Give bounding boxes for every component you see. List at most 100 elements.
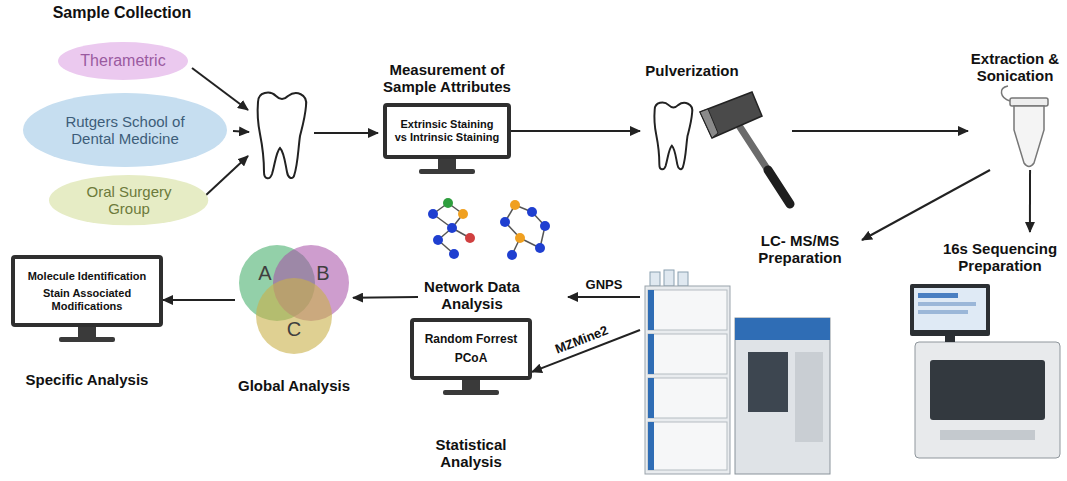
tube-body [1014, 106, 1044, 167]
solvent-bottle [664, 270, 674, 286]
section-heading: Sample Collection [53, 4, 192, 22]
process-step: Network Data Analysis [418, 196, 568, 314]
monitor-screen: Molecule IdentificationStain Associated … [11, 255, 163, 327]
module-strip [648, 334, 654, 374]
ellipse-fill [58, 42, 188, 80]
network-dot [510, 200, 520, 210]
monitor-base [443, 390, 499, 395]
heading-holder: Network Data Analysis [410, 278, 534, 313]
heading-holder: Pulverization [622, 62, 762, 79]
process-step: 16s Sequencing Preparation [900, 232, 1062, 464]
step-heading: Extraction & Sonication [968, 50, 1062, 85]
hammer-head [700, 92, 762, 138]
network-dot [540, 221, 550, 231]
step-heading: Statistical Analysis [411, 436, 531, 471]
arrow-line [192, 68, 248, 110]
heading-holder: Global Analysis [232, 377, 356, 394]
venn-letter: B [316, 262, 329, 285]
network-dot [507, 250, 517, 260]
lc-stack [645, 286, 730, 474]
monitor-screen: Random ForrestPCoAStatistical Analysis [410, 318, 532, 380]
sequencer-front [930, 360, 1045, 420]
sequencer-monitor [910, 284, 990, 336]
network-dot [500, 217, 510, 227]
step-heading: Network Data Analysis [410, 278, 534, 313]
source-name: Rutgers School of Dental Medicine [60, 113, 190, 148]
screen-area: Extrinsic Staining vs Intrinsic Staining [387, 107, 507, 155]
venn-letter: A [258, 262, 271, 285]
module-strip [648, 422, 654, 470]
screen-bar [918, 302, 976, 306]
screen-text: PCoA [455, 352, 488, 366]
screen-area: Random ForrestPCoA [414, 322, 528, 376]
ms-body [735, 318, 830, 474]
heading-holder: Extraction & Sonication [968, 50, 1062, 85]
module-strip [648, 378, 654, 418]
tooth-icon [654, 102, 692, 169]
hammer-grip [768, 170, 790, 204]
ms-window [748, 352, 788, 412]
step-heading: Global Analysis [232, 377, 356, 394]
step-heading: 16s Sequencing Preparation [938, 240, 1062, 275]
step-heading: Pulverization [622, 62, 762, 79]
process-step: Extraction & Sonication [968, 48, 1062, 170]
network-icons [428, 198, 550, 260]
source-ellipse: Rutgers School of Dental Medicine [22, 92, 228, 168]
source-name: Oral Surgery Group [83, 183, 175, 218]
edge-label: MZMine2 [550, 321, 613, 358]
venn-diagram [239, 245, 349, 354]
ellipse-fill [49, 175, 208, 225]
lc-module [648, 378, 727, 418]
process-step: Pulverization [640, 62, 792, 212]
source-name: Therametric [80, 52, 165, 70]
screen-text: Random Forrest [425, 333, 518, 347]
tube-icon [1001, 86, 1048, 167]
source-ellipse: Oral Surgery Group [48, 174, 209, 226]
network-dot [443, 198, 453, 208]
monitor-neck [78, 327, 96, 337]
edge-label: GNPS [583, 277, 626, 293]
network-dot [515, 233, 525, 243]
monitor-neck [945, 336, 955, 342]
tube-hinge [1001, 86, 1010, 101]
hammer-icon [700, 92, 790, 204]
sequencer-slot [940, 430, 1035, 440]
monitor-base [59, 337, 115, 342]
flow-arrow [353, 296, 418, 299]
flow-arrow [1029, 170, 1031, 232]
sequencer-instrument [910, 284, 1060, 458]
step-heading: Measurement of Sample Attributes [362, 61, 532, 96]
solvent-bottle [650, 272, 660, 286]
sequencer-body [915, 342, 1060, 458]
network-dot [428, 209, 438, 219]
step-heading: LC- MS/MS Preparation [750, 232, 850, 267]
network-dot [433, 235, 443, 245]
process-step: LC- MS/MS Preparation [640, 228, 862, 478]
screen-area: Molecule IdentificationStain Associated … [15, 259, 159, 323]
heading-holder: 16s Sequencing Preparation [938, 240, 1062, 275]
flow-arrow [568, 296, 640, 298]
venn-letter: C [287, 318, 301, 341]
screen-text: Extrinsic Staining vs Intrinsic Staining [393, 118, 501, 143]
network-dot [458, 209, 468, 219]
source-ellipse: Therametric [57, 41, 189, 81]
network-dot [535, 243, 545, 253]
flow-arrow [511, 130, 640, 132]
arrow-line [314, 132, 378, 134]
monitor-neck [462, 380, 480, 390]
arrow-line [233, 131, 249, 132]
text-holder: Rutgers School of Dental Medicine [60, 113, 190, 148]
flow-arrow [792, 130, 968, 132]
hammer-handle [738, 124, 790, 204]
lc-module [648, 290, 727, 330]
flow-arrow [163, 299, 235, 301]
heading-holder: LC- MS/MS Preparation [750, 232, 850, 267]
network-dot [447, 223, 457, 233]
ms-side-panel [795, 352, 823, 442]
screen-bar [918, 310, 968, 314]
text-holder: Oral Surgery Group [83, 183, 175, 218]
ms-top-panel [735, 318, 830, 340]
text-holder: Therametric [80, 52, 165, 70]
solvent-bottle [678, 272, 688, 286]
